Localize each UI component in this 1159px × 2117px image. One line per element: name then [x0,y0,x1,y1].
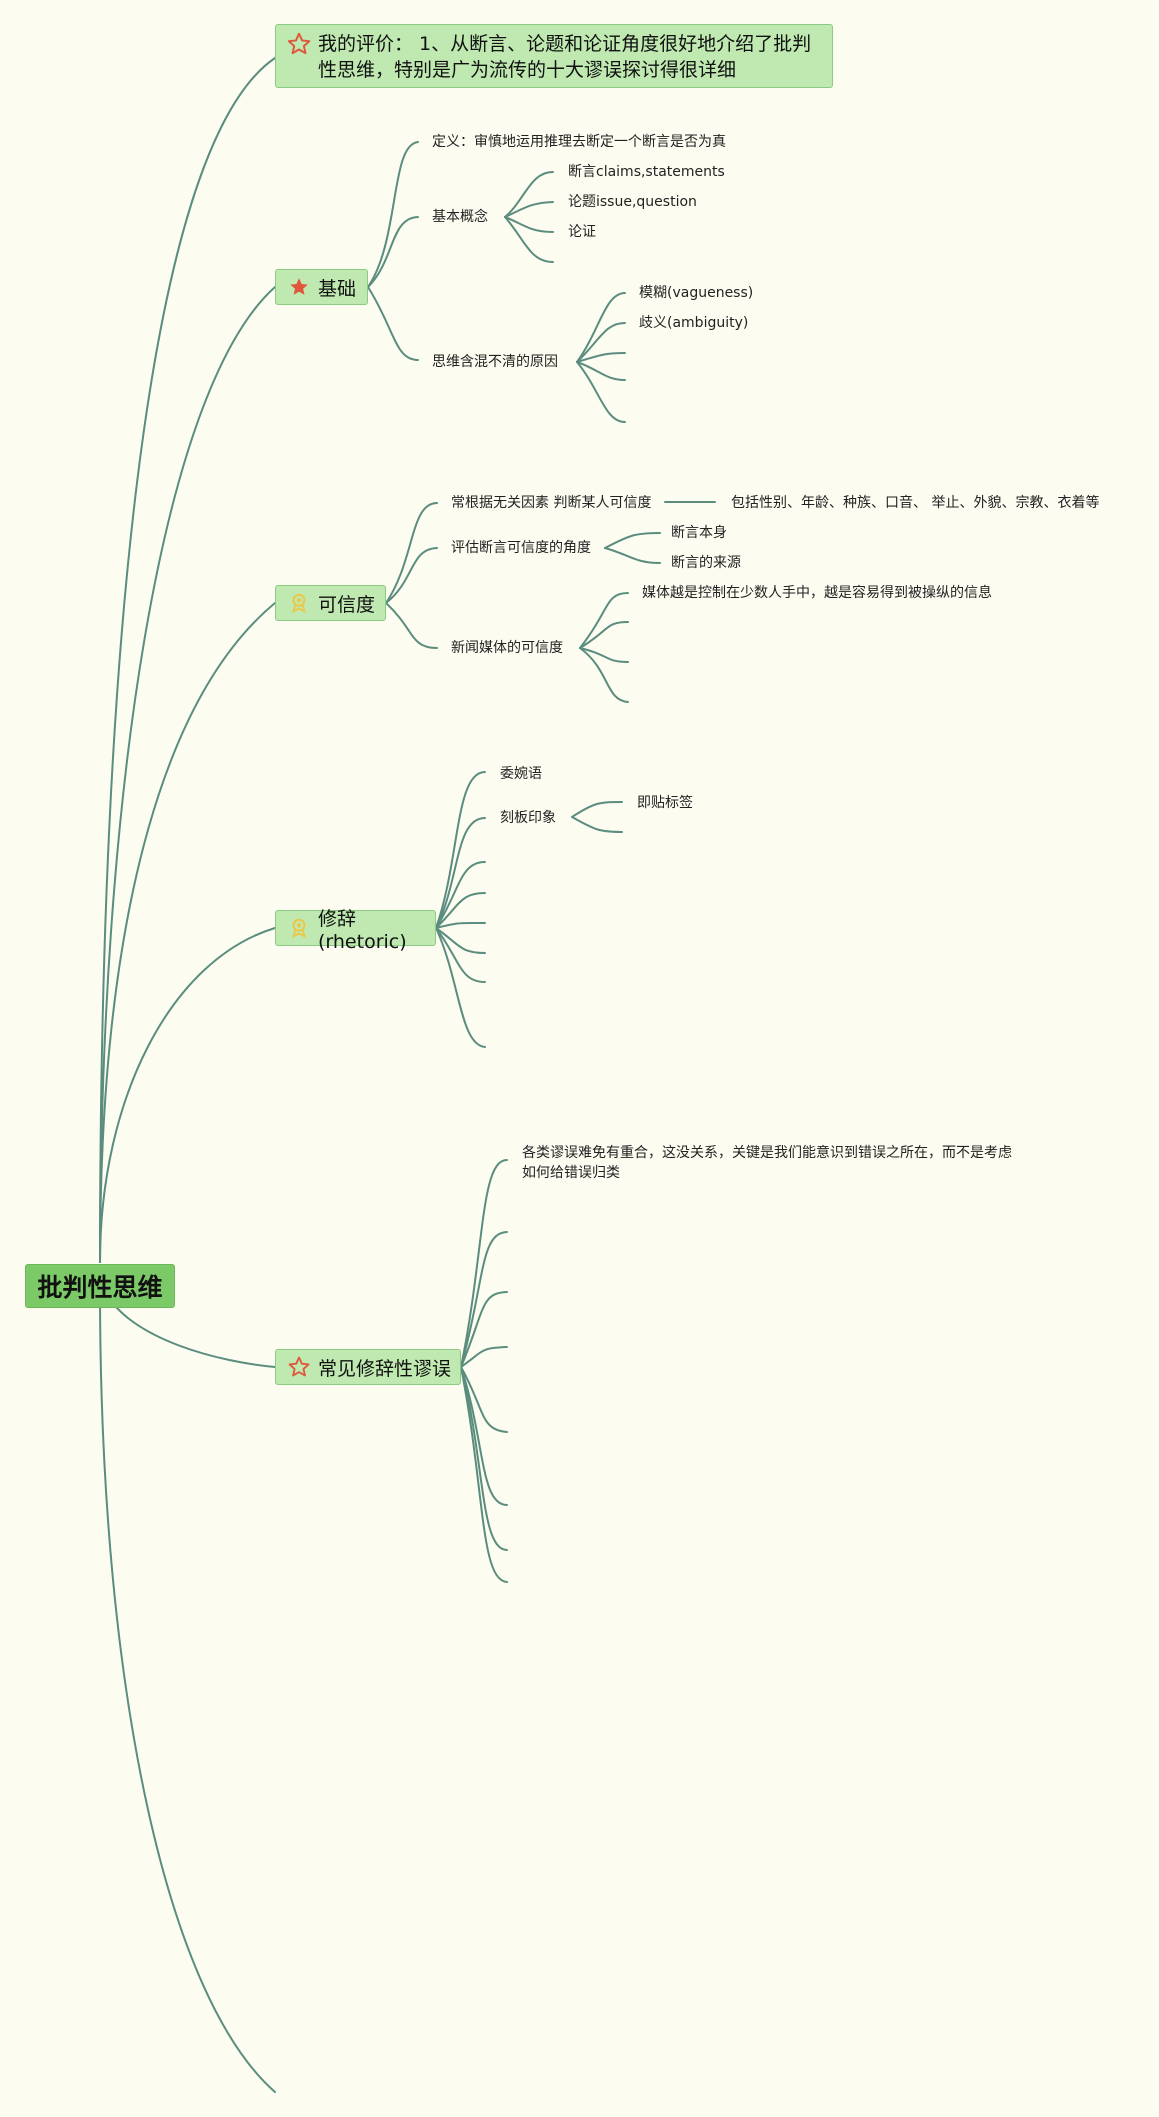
rhetoric-stereotype: 刻板印象 [500,810,556,826]
basics-concepts: 基本概念 [432,209,488,225]
topic-rhetoric[interactable]: 修辞(rhetoric) [275,908,436,953]
confusion-ambiguity: 歧义(ambiguity) [639,315,749,331]
basics-confusion: 思维含混不清的原因 [432,354,558,370]
concept-argument: 论证 [568,224,596,240]
root-node[interactable]: 批判性思维 [25,1264,175,1308]
evaluation-node[interactable]: 我的评价： 1、从断言、论题和论证角度很好地介绍了批判性思维，特别是广为流传的十… [275,24,833,88]
credibility-irrelevant: 常根据无关因素 判断某人可信度 [451,495,652,511]
badge-icon [286,590,312,616]
star-outline-icon [286,1354,312,1380]
rhetoric-euphemism: 委婉语 [500,766,542,782]
concept-issue: 论题issue,question [568,194,697,210]
stereotype-labeling: 即贴标签 [637,795,693,811]
basics-definition: 定义：审慎地运用推理去断定一个断言是否为真 [432,134,726,150]
link-root-bottom [99,1289,276,2093]
topic-basics-label: 基础 [318,277,357,300]
credibility-media: 新闻媒体的可信度 [451,640,563,656]
topic-credibility[interactable]: 可信度 [275,585,386,621]
concept-claims: 断言claims,statements [568,164,725,180]
star-outline-icon [286,31,312,57]
topic-fallacies-label: 常见修辞性谬误 [318,1357,452,1380]
topic-rhetoric-label: 修辞(rhetoric) [318,907,407,953]
star-filled-icon [286,274,312,300]
topic-fallacies[interactable]: 常见修辞性谬误 [275,1349,461,1385]
topic-basics[interactable]: 基础 [275,269,368,305]
credibility-irrelevant-detail: 包括性别、年龄、种族、口音、 举止、外貌、宗教、衣着等 [731,495,1100,511]
link-root-evaluation [99,57,276,1263]
root-label: 批判性思维 [37,1273,163,1302]
link-root-credibility [99,602,276,1263]
credibility-angles: 评估断言可信度的角度 [451,540,591,556]
evaluation-text: 我的评价： 1、从断言、论题和论证角度很好地介绍了批判性思维，特别是广为流传的十… [318,33,812,81]
confusion-vagueness: 模糊(vagueness) [639,285,754,301]
link-root-rhetoric [99,927,276,1263]
topic-credibility-label: 可信度 [318,593,376,616]
angle-claim-itself: 断言本身 [671,525,727,541]
media-concentration: 媒体越是控制在少数人手中，越是容易得到被操纵的信息 [642,585,992,601]
badge-icon [286,915,312,941]
link-root-basics [99,286,276,1263]
angle-claim-source: 断言的来源 [671,555,741,571]
fallacies-note: 各类谬误难免有重合，这没关系，关键是我们能意识到错误之所在，而不是考虑如何给错误… [522,1145,1012,1181]
